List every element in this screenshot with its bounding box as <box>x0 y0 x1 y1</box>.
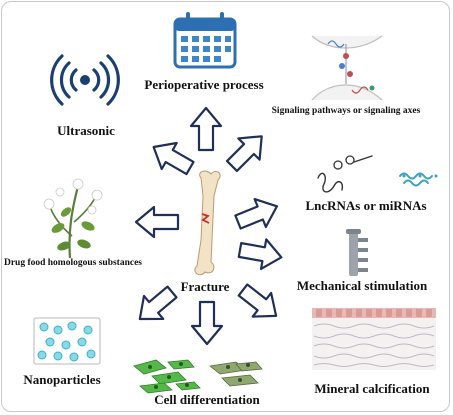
arrow-to-perioperative <box>189 106 223 152</box>
arrow-to-lncrna <box>231 191 284 238</box>
center-label-fracture: Fracture <box>181 279 230 294</box>
label-signaling: Signaling pathways or signaling axes <box>272 106 421 116</box>
arrow-to-mechanical <box>236 234 286 274</box>
arrow-to-ultrasonic <box>145 132 199 183</box>
label-cell-differentiation: Cell differentiation <box>154 392 260 407</box>
arrow-to-signaling <box>220 124 274 178</box>
rna-strand-icon <box>317 155 438 193</box>
label-perioperative: Perioperative process <box>144 77 263 92</box>
label-mineral: Mineral calcification <box>314 381 430 396</box>
arrow-to-drug-food <box>134 205 180 239</box>
label-ultrasonic: Ultrasonic <box>57 123 115 138</box>
arrow-to-cell-differentiation <box>190 300 224 346</box>
arrow-to-nanoparticles <box>129 279 183 332</box>
tissue-layer-icon <box>312 308 436 370</box>
fractured-bone-icon <box>194 170 221 276</box>
stimulation-device-icon <box>346 229 368 276</box>
nanoparticle-panel-icon <box>33 317 101 365</box>
label-nanoparticles: Nanoparticles <box>23 372 100 387</box>
label-mechanical: Mechanical stimulation <box>297 278 428 293</box>
arrow-to-mineral <box>232 277 287 329</box>
ultrasound-wave-icon <box>50 54 120 106</box>
differentiated-cells-icon <box>133 359 263 394</box>
cotton-plant-icon <box>43 178 103 259</box>
label-drug-food: Drug food homologous substances <box>4 258 142 268</box>
calendar-icon <box>173 12 237 69</box>
label-lncrna: LncRNAs or miRNAs <box>305 198 426 213</box>
cell-junction-signaling-icon <box>311 35 383 101</box>
